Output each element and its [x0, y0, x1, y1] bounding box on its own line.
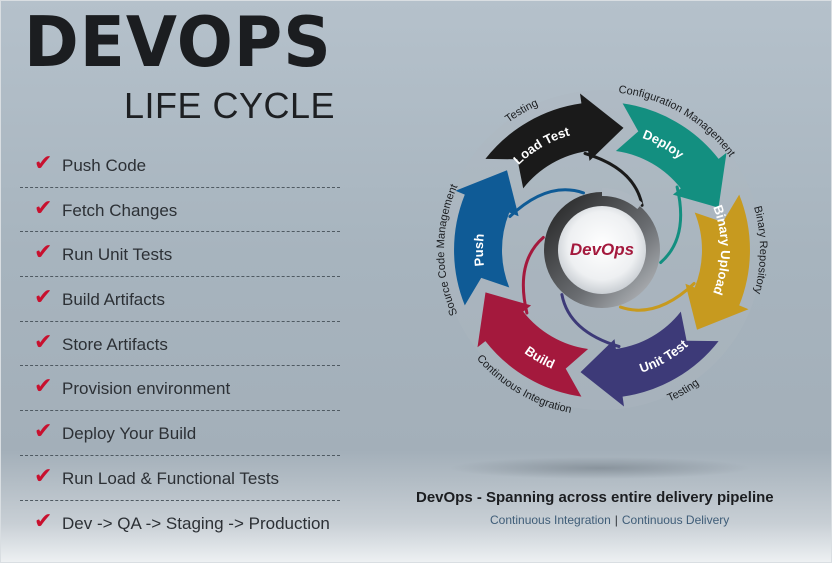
step-label: Build Artifacts — [62, 290, 165, 310]
list-item: ✔ Provision environment — [20, 366, 340, 412]
list-item: ✔ Run Load & Functional Tests — [20, 456, 340, 501]
list-item: ✔ Push Code — [20, 143, 340, 188]
segment-label-binary-upload: Binary Upload — [710, 203, 733, 297]
hub-center — [558, 206, 646, 294]
list-item: ✔ Store Artifacts — [20, 322, 340, 367]
swirl-unit-test — [560, 293, 621, 348]
segment-arrow-unit-test — [580, 311, 719, 407]
step-label: Store Artifacts — [62, 334, 168, 354]
checkmark-icon: ✔ — [34, 285, 53, 311]
step-label: Deploy Your Build — [62, 424, 197, 444]
checkmark-icon: ✔ — [34, 463, 53, 489]
page-title: DEVOPS — [24, 1, 332, 83]
list-item: ✔ Run Unit Tests — [20, 232, 340, 278]
checkmark-icon: ✔ — [34, 374, 53, 400]
step-label: Run Load & Functional Tests — [62, 468, 280, 488]
segment-label-push: Push — [471, 233, 487, 267]
list-item: ✔ Fetch Changes — [20, 188, 340, 233]
segment-arrow-deploy — [615, 103, 727, 208]
swirls-layer — [508, 152, 696, 348]
swirl-load-test — [583, 152, 644, 207]
swirl-build — [521, 236, 545, 315]
step-label: Run Unit Tests — [62, 245, 173, 265]
swirl-push — [508, 188, 585, 218]
checkmark-icon: ✔ — [34, 151, 53, 176]
checkmark-icon: ✔ — [34, 419, 53, 445]
list-item: ✔ Dev -> QA -> Staging -> Production — [20, 501, 340, 546]
segment-arrow-build — [477, 292, 589, 397]
checkmark-icon: ✔ — [34, 329, 53, 355]
checkmark-icon: ✔ — [34, 195, 53, 221]
hub-ring-gap — [601, 187, 643, 210]
diagram-shadow — [450, 457, 750, 479]
checkmark-icon: ✔ — [34, 240, 53, 266]
segment-arrow-binary-upload — [685, 194, 750, 330]
segment-arrow-push — [454, 170, 519, 306]
caption-separator: | — [614, 513, 618, 527]
category-label-binary-repository: Binary Repository — [751, 205, 769, 296]
list-item: ✔ Deploy Your Build — [20, 411, 340, 456]
checkmark-icon: ✔ — [34, 508, 53, 534]
segments-layer — [454, 93, 750, 407]
step-label: Provision environment — [62, 379, 231, 399]
devops-cycle-diagram: DevOps Load TestTestingDeployConfigurati… — [435, 84, 769, 479]
swirl-binary-upload — [619, 282, 696, 312]
continuous-delivery-label: Continuous Delivery — [621, 513, 730, 527]
step-label: Push Code — [62, 156, 147, 175]
diagram-subcaption: Continuous Integration|Continuous Delive… — [490, 513, 729, 527]
segment-arrow-load-test — [485, 93, 624, 189]
page-subtitle: LIFE CYCLE — [124, 85, 336, 126]
step-label: Dev -> QA -> Staging -> Production — [62, 513, 330, 533]
diagram-caption: DevOps - Spanning across entire delivery… — [416, 489, 774, 506]
hub-label: DevOps — [570, 240, 634, 259]
steps-list: ✔ Push Code ✔ Fetch Changes ✔ Run Unit T… — [20, 143, 340, 545]
step-label: Fetch Changes — [62, 200, 178, 220]
list-item: ✔ Build Artifacts — [20, 277, 340, 322]
swirl-deploy — [659, 185, 683, 264]
continuous-integration-label: Continuous Integration — [490, 513, 611, 527]
